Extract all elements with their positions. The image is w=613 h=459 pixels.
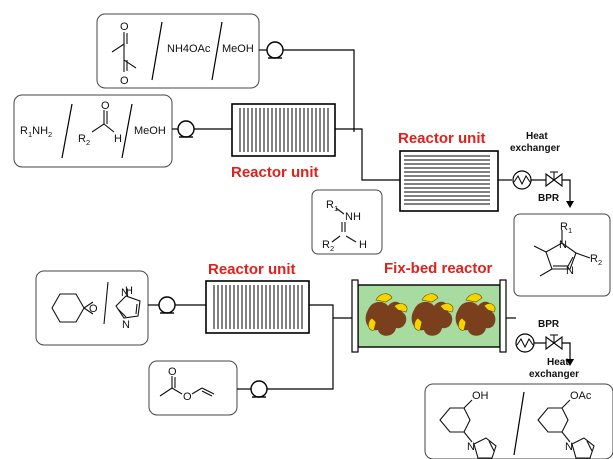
heat-exchanger-label-2b: exchanger	[529, 369, 579, 380]
diketone-o1: O	[120, 21, 129, 33]
pump-3	[148, 296, 176, 314]
reactor-unit-label-3: Reactor unit	[208, 261, 296, 278]
amine-label: R1NH2	[20, 125, 52, 139]
line-pump1	[283, 49, 355, 128]
imidazole-n1: N	[559, 239, 567, 251]
separator	[121, 103, 133, 159]
pump-2	[172, 120, 195, 138]
separator	[151, 21, 163, 81]
reagent-box-amine-aldehyde: R1NH2 R2 O H MeOH	[13, 94, 173, 168]
reactor-coil-2	[399, 150, 499, 212]
product2-oac: OAc	[570, 390, 592, 402]
product2-n: N	[565, 441, 573, 453]
arrow-down-1	[566, 201, 574, 208]
imidazole-product-box: N N R1 R2	[513, 213, 611, 297]
pump-4	[237, 380, 268, 398]
separator	[513, 391, 525, 456]
methanol-label-2: MeOH	[134, 125, 166, 137]
bpr-label-2: BPR	[538, 319, 560, 330]
reactor-unit-label-2: Reactor unit	[398, 130, 486, 147]
enzyme-cluster-1	[365, 293, 408, 336]
separator	[211, 21, 223, 81]
aldehyde-h: H	[114, 133, 122, 145]
heat-exchanger-label-1b: exchanger	[510, 143, 560, 154]
bpr-valve-1	[545, 171, 563, 188]
aldehyde-o: O	[101, 100, 110, 112]
enzyme-cluster-2	[411, 293, 454, 336]
reagent-box-diketone: O O NH4OAc MeOH	[96, 13, 260, 89]
epoxide-o: O	[89, 303, 98, 315]
heat-exchanger-2	[515, 333, 535, 353]
enzyme-cluster-3	[455, 293, 496, 336]
line-bpr2-out	[562, 342, 571, 361]
heat-exchanger-1	[512, 170, 532, 190]
vinyl-acetate-o2: O	[183, 391, 192, 403]
imidazole-nh: H	[125, 285, 133, 297]
line-bpr1-out	[562, 179, 571, 203]
arrow-down-2	[566, 359, 574, 366]
line-reactor1-out	[335, 128, 400, 181]
reagent-box-vinyl-acetate: O O	[148, 360, 238, 416]
reagent-box-epoxide: O H N N	[35, 270, 149, 346]
imine-h: H	[359, 239, 367, 251]
methanol-label-1: MeOH	[222, 43, 254, 55]
heat-exchanger-label-2a: Heat	[547, 357, 569, 368]
products-box: OH N OAc N	[424, 383, 613, 459]
imine-box: R1 NH R2 H	[311, 189, 383, 255]
line-reactor3-out	[309, 304, 358, 319]
line-pump4	[267, 318, 334, 390]
aldehyde-structure	[91, 110, 115, 133]
bpr-valve-2	[545, 334, 563, 351]
imine-nh: NH	[345, 211, 361, 223]
ammonium-acetate-label: NH4OAc	[167, 43, 211, 55]
vinyl-acetate-o1: O	[168, 366, 177, 378]
reactor-unit-label-1: Reactor unit	[231, 164, 319, 181]
diketone-o2: O	[120, 75, 129, 87]
bpr-label-1: BPR	[538, 193, 560, 204]
reactor-coil-1	[231, 103, 336, 157]
pump-1	[259, 41, 284, 59]
imidazole-n-bottom: N	[122, 319, 130, 331]
imidazole-n3: N	[566, 265, 574, 277]
reactor-coil-3	[205, 280, 310, 334]
heat-exchanger-label-1a: Heat	[526, 131, 548, 142]
fixbed-reactor	[351, 279, 507, 353]
separator	[61, 103, 73, 159]
imidazole-n: N	[121, 287, 129, 299]
fixbed-reactor-label: Fix-bed reactor	[384, 260, 493, 277]
product1-n: N	[467, 441, 475, 453]
butanedione-structure	[111, 32, 137, 72]
product1-oh: OH	[472, 390, 489, 402]
